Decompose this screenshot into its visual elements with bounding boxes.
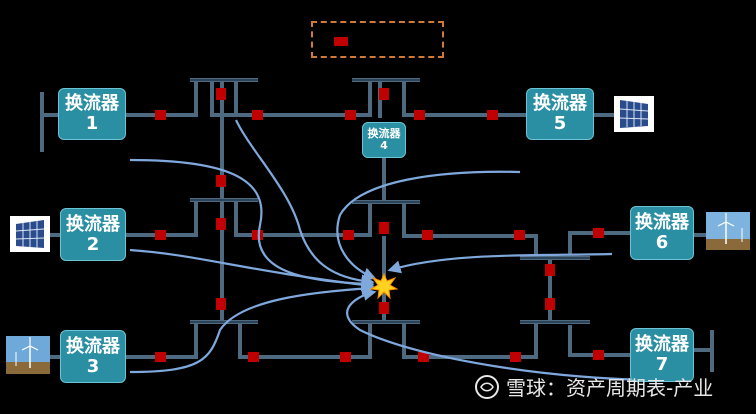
- breaker: [422, 230, 433, 240]
- breaker: [216, 88, 226, 100]
- pv-panel-icon: [10, 216, 50, 252]
- converter-6: 换流器 6: [630, 206, 694, 260]
- breaker: [155, 110, 166, 120]
- converter-label: 换流器: [533, 93, 587, 115]
- wind-turbine-icon: [706, 212, 750, 250]
- breaker: [216, 175, 226, 187]
- breaker: [343, 230, 354, 240]
- converter-number: 6: [655, 232, 669, 253]
- breaker: [593, 228, 604, 238]
- fault-arrow: [235, 119, 375, 288]
- pv-panel-icon: [614, 96, 654, 132]
- converter-5: 换流器 5: [526, 88, 594, 140]
- breaker: [155, 230, 166, 240]
- converter-number: 7: [655, 354, 669, 375]
- breaker: [418, 352, 429, 362]
- breaker: [216, 218, 226, 230]
- fault-arrow: [387, 252, 613, 274]
- breaker: [248, 352, 259, 362]
- snowball-logo-icon: [475, 375, 499, 399]
- fault-arrow: [346, 287, 661, 382]
- converter-label: 换流器: [66, 335, 120, 357]
- fault-arrow: [129, 282, 375, 374]
- converter-number: 3: [86, 355, 100, 377]
- converter-number: 4: [380, 139, 388, 152]
- converter-label: 换流器: [367, 126, 401, 140]
- fault-current-arrows: [129, 119, 661, 382]
- breaker: [216, 298, 226, 310]
- converter-3: 换流器 3: [60, 330, 126, 383]
- breakers: [155, 88, 604, 362]
- converter-number: 5: [553, 113, 567, 134]
- converter-label: 换流器: [66, 213, 120, 235]
- converter-4: 换流器 4: [362, 122, 406, 158]
- breaker: [345, 110, 356, 120]
- breaker: [252, 230, 263, 240]
- fault-arrow: [129, 248, 375, 292]
- converter-label: 换流器: [65, 93, 119, 115]
- fault-arrow: [129, 158, 375, 291]
- converter-7: 换流器 7: [630, 328, 694, 382]
- breaker: [487, 110, 498, 120]
- converter-number: 2: [86, 233, 100, 255]
- breaker: [379, 302, 389, 314]
- wind-turbine-icon: [6, 336, 50, 374]
- converter-label: 换流器: [635, 212, 689, 234]
- converter-label: 换流器: [635, 334, 689, 356]
- breaker: [379, 88, 389, 100]
- breaker: [593, 350, 604, 360]
- breaker-legend-swatch: [334, 37, 348, 46]
- breaker: [340, 352, 351, 362]
- converter-1: 换流器 1: [58, 88, 126, 140]
- breaker: [545, 298, 555, 310]
- watermark-text: 雪球：资产周期表-产业: [506, 376, 714, 400]
- fault-spark-icon: [369, 272, 399, 300]
- breaker: [252, 110, 263, 120]
- converter-2: 换流器 2: [60, 208, 126, 261]
- breaker: [414, 110, 425, 120]
- breaker: [155, 352, 166, 362]
- converter-number: 1: [85, 113, 99, 134]
- breaker: [514, 230, 525, 240]
- fault-arrow: [336, 170, 521, 281]
- breaker: [510, 352, 521, 362]
- legend-box: [311, 21, 444, 58]
- breaker: [545, 264, 555, 276]
- breaker: [379, 222, 389, 234]
